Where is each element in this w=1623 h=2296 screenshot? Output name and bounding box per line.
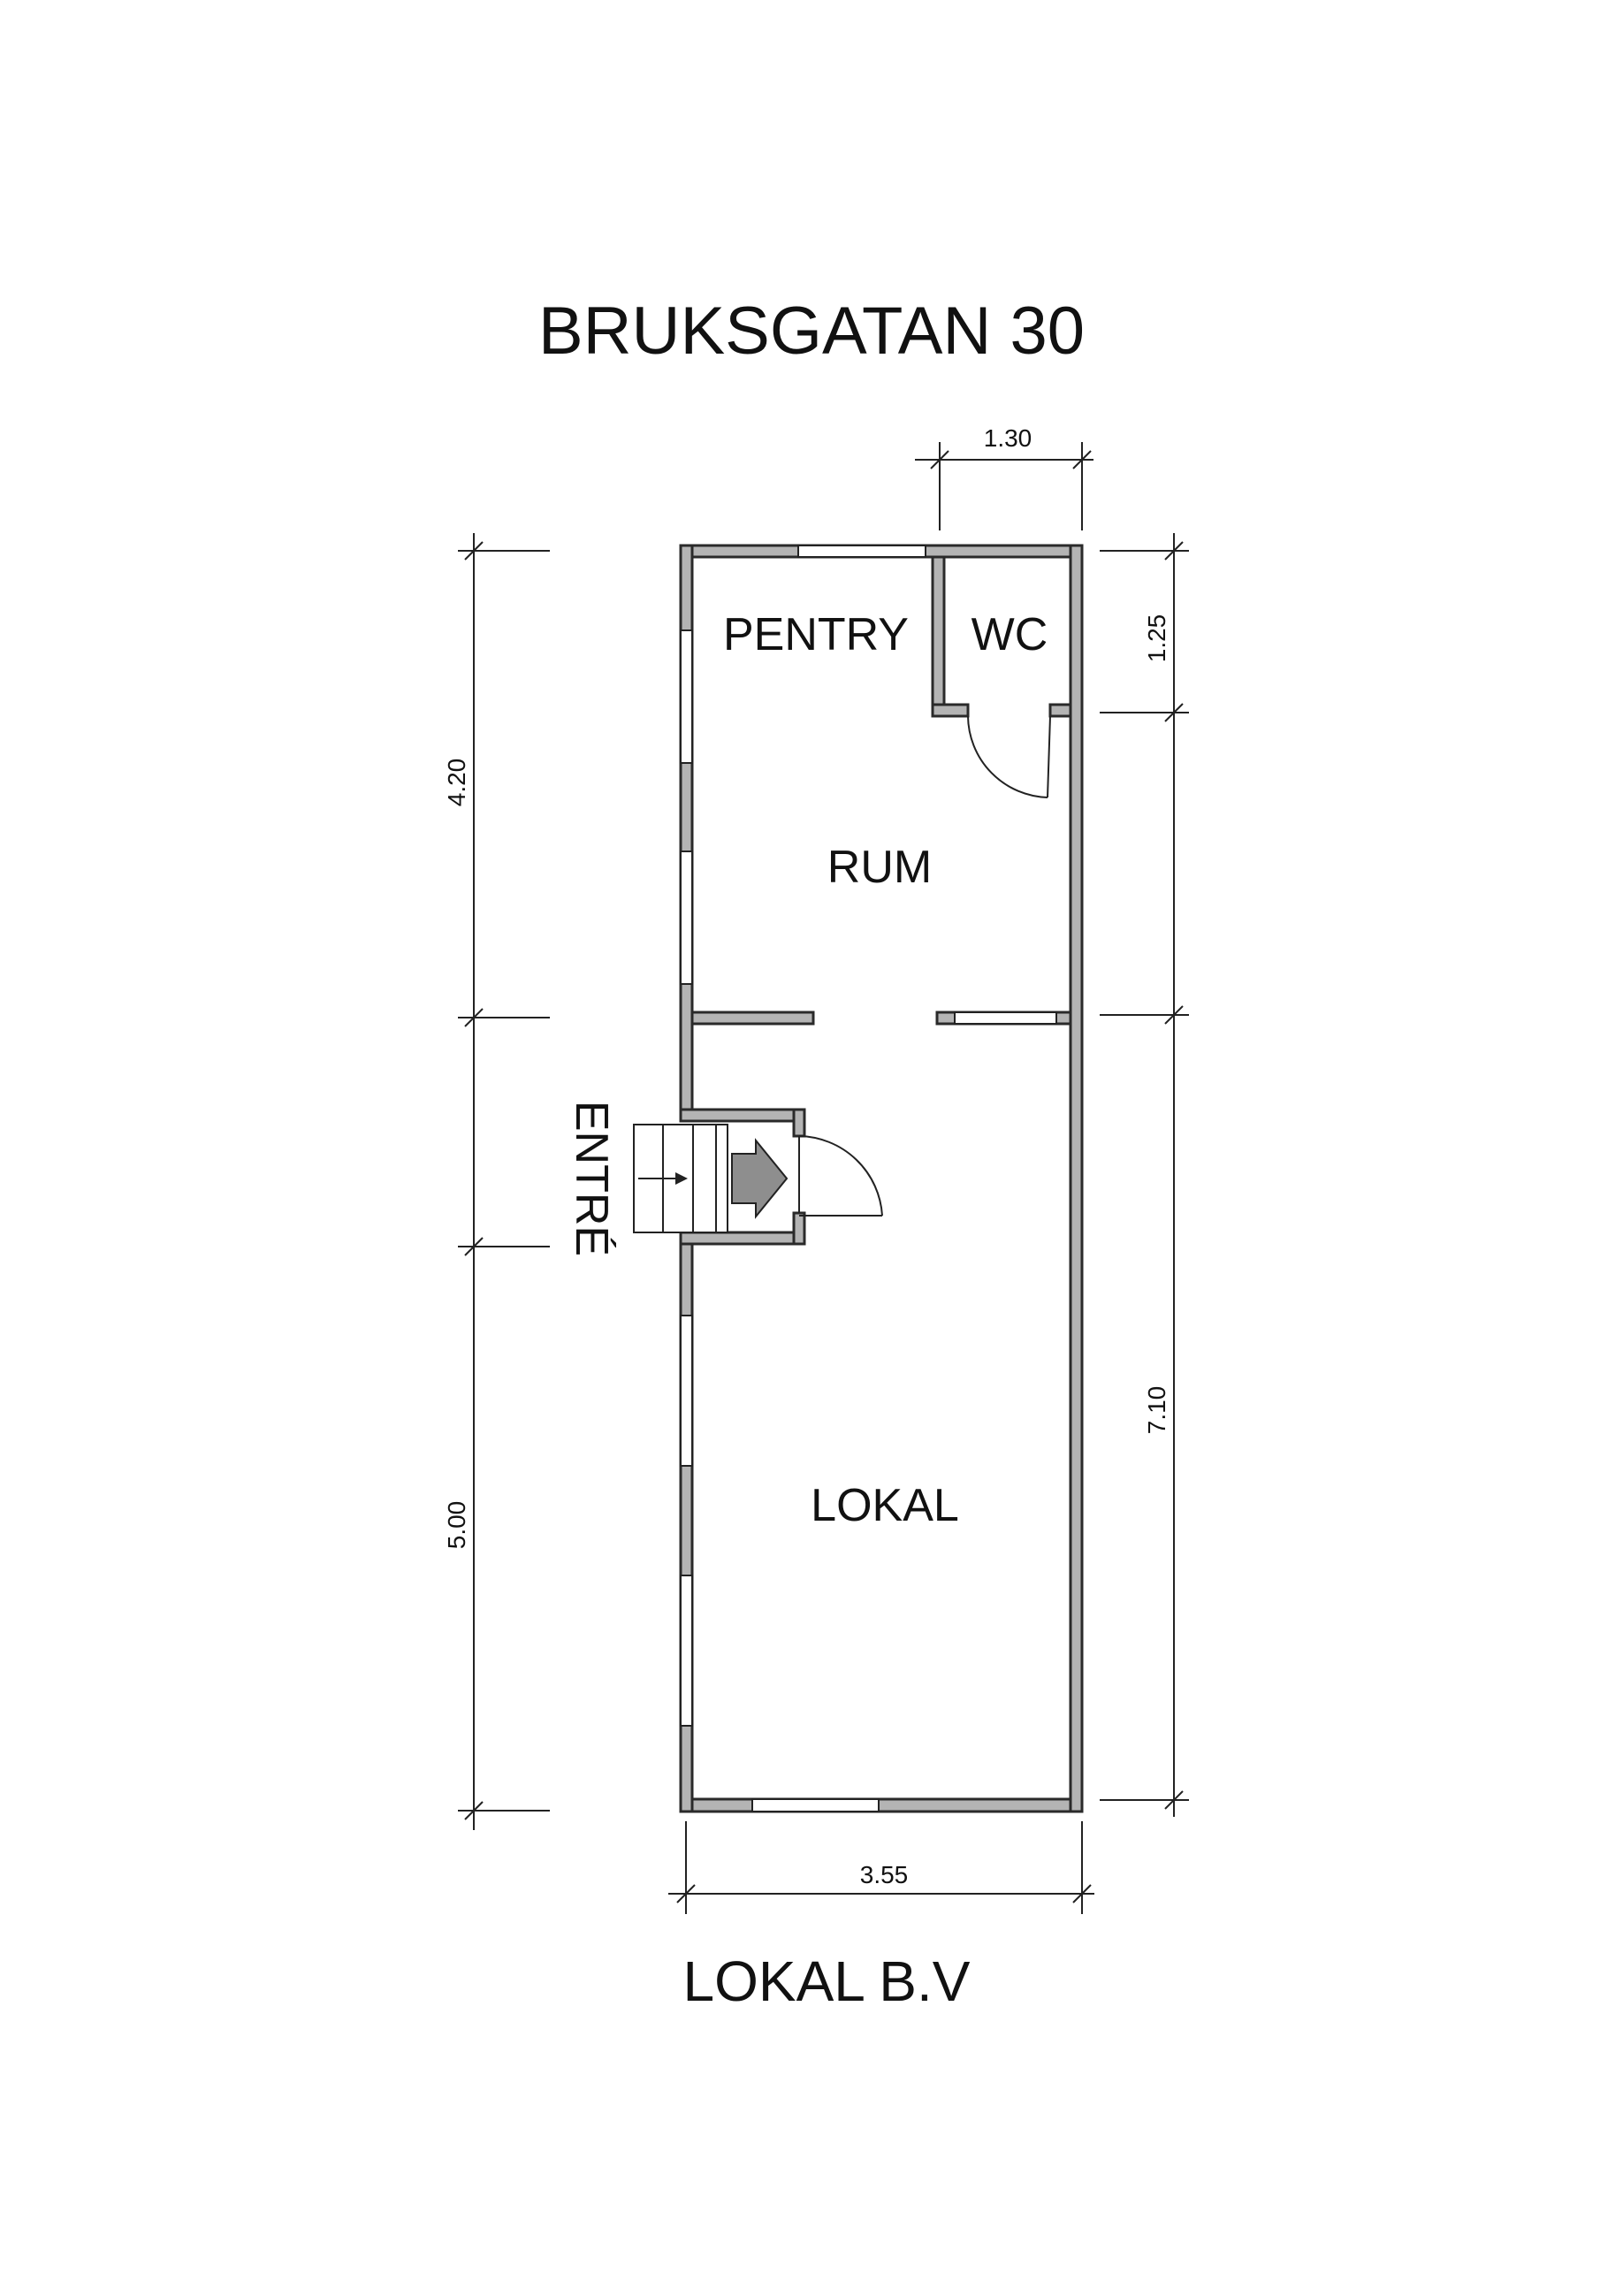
- room-label-lokal: LOKAL: [811, 1480, 959, 1531]
- dim-right-lower: 7.10: [1143, 1386, 1170, 1435]
- entrance-stairs: [633, 1124, 728, 1233]
- room-label-rum: RUM: [827, 842, 932, 893]
- vestibule-jamb-bottom: [792, 1211, 806, 1246]
- vestibule-jamb-top: [792, 1108, 806, 1138]
- window-left-2: [680, 851, 693, 985]
- room-label-wc: WC: [972, 609, 1048, 660]
- dim-left-lower: 5.00: [443, 1501, 470, 1550]
- wc-door-leaf: [1047, 715, 1051, 798]
- plan-subtitle: LOKAL B.V: [683, 1949, 971, 2013]
- window-top: [797, 545, 926, 558]
- window-left-1: [680, 629, 693, 764]
- window-bottom: [751, 1798, 880, 1812]
- partition-left: [690, 1011, 815, 1026]
- dim-left-upper: 4.20: [443, 759, 470, 807]
- vestibule-top: [679, 1108, 806, 1123]
- wall-wc-bottom-right: [1048, 703, 1072, 718]
- window-partition: [954, 1011, 1057, 1025]
- stair-arrow-head: [675, 1172, 688, 1185]
- wall-wc-left: [931, 555, 946, 718]
- wall-bottom: [679, 1797, 1084, 1813]
- dim-top: 1.30: [984, 424, 1032, 452]
- wall-right: [1069, 544, 1084, 1813]
- room-label-pentry: PENTRY: [723, 609, 909, 660]
- dim-bottom: 3.55: [860, 1861, 909, 1888]
- window-left-3: [680, 1315, 693, 1467]
- entrance-door-swing: [798, 1135, 883, 1217]
- dim-right-upper: 1.25: [1143, 614, 1170, 663]
- windows: [680, 545, 1057, 1812]
- wc-door-swing: [967, 715, 1048, 798]
- vestibule-bottom: [679, 1231, 806, 1246]
- doors: [798, 715, 1051, 1217]
- wall-wc-bottom-left: [931, 703, 970, 718]
- dimension-lines: [458, 442, 1189, 1914]
- window-left-4: [680, 1575, 693, 1727]
- entrance-arrow-icon: [731, 1138, 789, 1219]
- plan-title: BRUKSGATAN 30: [538, 294, 1085, 369]
- room-label-entre: ENTRÉ: [566, 1101, 617, 1256]
